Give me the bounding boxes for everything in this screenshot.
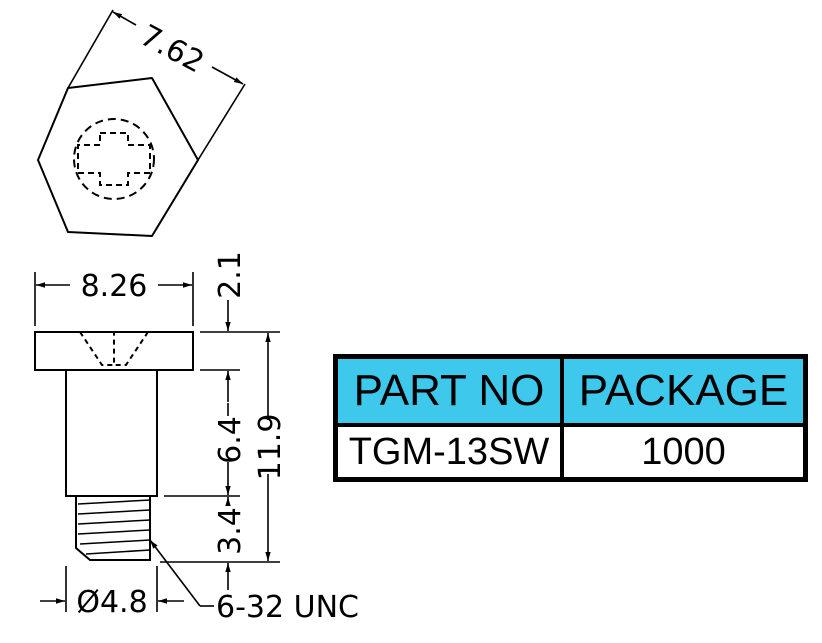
- extension-lines: [160, 331, 280, 563]
- part-table: PART NO PACKAGE TGM-13SW 1000: [333, 354, 808, 482]
- dim-shank-dia-label: Ø4.8: [76, 585, 147, 620]
- part-no-value: TGM-13SW: [338, 427, 564, 478]
- hex-outline: [37, 77, 199, 237]
- header-part-no: PART NO: [338, 359, 564, 423]
- dim-head-dia-label: 8.26: [81, 269, 148, 304]
- table-header-row: PART NO PACKAGE: [338, 359, 803, 427]
- side-view: [34, 331, 194, 561]
- header-package: PACKAGE: [564, 359, 803, 423]
- thread-leader: [149, 539, 214, 607]
- dim-thread-label: 3.4: [213, 507, 248, 555]
- package-value: 1000: [641, 431, 726, 473]
- thread-spec-label: 6-32 UNC: [216, 590, 359, 625]
- dim-head-dia: [34, 272, 194, 326]
- cross-recess: [77, 132, 151, 186]
- thread-outline: [75, 496, 151, 561]
- dim-shank-label: 6.4: [213, 416, 248, 464]
- recess-circle: [73, 118, 155, 200]
- shank: [65, 369, 158, 497]
- dim-head-height-label: 2.1: [213, 251, 248, 299]
- dim-hex: [67, 9, 246, 161]
- recess-hidden: [79, 331, 149, 366]
- table-row: TGM-13SW 1000: [338, 427, 803, 478]
- thread-lines: [77, 499, 151, 555]
- dim-shank-dia: [40, 566, 184, 612]
- dim-overall-label: 11.9: [253, 414, 288, 481]
- top-view: [37, 77, 199, 237]
- dim-hex-label: 7.62: [134, 18, 209, 80]
